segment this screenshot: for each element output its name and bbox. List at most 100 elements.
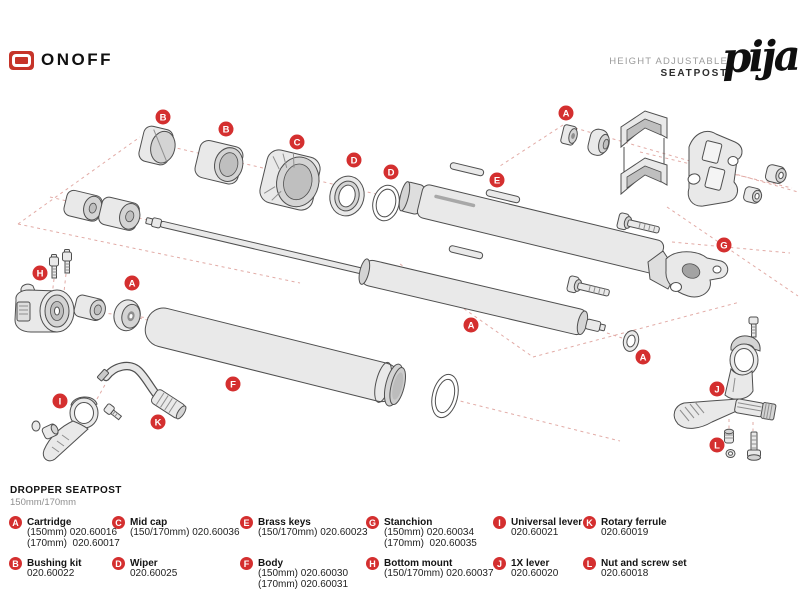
part-mount-bushing [73, 294, 106, 321]
part-bushing-half [138, 125, 176, 166]
legend-item-universal-lever: I Universal lever 020.60021 [493, 516, 582, 539]
part-mid-cap [259, 149, 321, 211]
diagram-marker-B: B [218, 121, 234, 137]
part-clamp-nut-1 [764, 164, 787, 184]
part-mount-screw-2 [62, 249, 72, 274]
part-cartridge [145, 217, 606, 336]
part-number: 020.60018 [601, 568, 649, 579]
legend-item-brass-keys: E Brass keys (150/170mm) 020.60023 [240, 516, 368, 539]
part-top-cap [587, 128, 610, 156]
part-number: 020.60022 [27, 568, 75, 579]
part-number: 020.60020 [511, 568, 559, 579]
part-marker: E [240, 516, 253, 529]
part-1x-lever [673, 316, 777, 429]
part-name: Brass keys [258, 517, 311, 528]
part-number: (150mm) 020.60034 [384, 527, 475, 538]
part-rotary-ferrule [96, 361, 187, 420]
svg-text:C: C [294, 137, 301, 148]
part-disc [113, 299, 141, 332]
legend-item-mid-cap: C Mid cap (150/170mm) 020.60036 [112, 516, 240, 539]
diagram-marker-A: A [558, 105, 574, 121]
svg-text:E: E [494, 175, 500, 186]
part-nut-screw-set [724, 428, 761, 461]
part-o-ring-large [431, 373, 459, 419]
diagram-marker-G: G [716, 237, 732, 253]
svg-text:A: A [563, 108, 570, 119]
part-marker: C [112, 516, 125, 529]
part-marker: H [366, 557, 379, 570]
part-name: Mid cap [130, 517, 168, 528]
part-washer [622, 330, 640, 352]
legend-subtitle: 150mm/170mm [10, 497, 76, 508]
part-name: Universal lever [511, 517, 583, 528]
svg-text:D: D [351, 155, 358, 166]
part-name: Body [258, 558, 283, 569]
diagram-marker-C: C [289, 134, 305, 150]
diagram-marker-A: A [635, 349, 651, 365]
part-number: (170mm) 020.60017 [27, 537, 120, 549]
part-number: (150/170mm) 020.60023 [258, 527, 368, 538]
brand-name: ONOFF [41, 50, 113, 69]
diagram-marker-L: L [709, 437, 725, 453]
part-wiper [329, 175, 365, 217]
diagram-marker-J: J [709, 381, 725, 397]
svg-text:A: A [468, 320, 475, 331]
svg-text:A: A [129, 278, 136, 289]
diagram-marker-D: D [383, 164, 399, 180]
part-number: 020.60021 [511, 527, 559, 538]
legend-item-nut-screw-set: L Nut and screw set 020.60018 [583, 557, 687, 580]
brand-logo: ONOFF [9, 50, 113, 70]
legend-item-cartridge: A Cartridge (150mm) 020.60016 (170mm) 02… [9, 516, 120, 549]
part-name: Bushing kit [27, 558, 82, 569]
part-marker: B [9, 557, 22, 570]
diagram-marker-A: A [463, 317, 479, 333]
diagram-marker-F: F [225, 376, 241, 392]
part-name: Bottom mount [384, 558, 453, 569]
part-number: (150/170mm) 020.60036 [130, 527, 240, 538]
legend-item-stanchion: G Stanchion (150mm) 020.60034 (170mm) 02… [366, 516, 477, 549]
part-bolt-2 [566, 275, 610, 297]
diagram-marker-D: D [346, 152, 362, 168]
part-marker: K [583, 516, 596, 529]
svg-text:H: H [37, 268, 44, 279]
part-marker: G [366, 516, 379, 529]
part-number: (150mm) 020.60016 [27, 527, 118, 538]
part-mount-screw-1 [49, 254, 59, 279]
part-name: Rotary ferrule [601, 517, 667, 528]
part-clamp-nut-2 [743, 186, 763, 204]
part-brass-keys [448, 162, 521, 260]
part-name: Wiper [130, 558, 158, 569]
part-bushing-cylinder-2 [98, 196, 141, 231]
product-title: HEIGHT ADJUSTABLE SEATPOST [609, 56, 728, 79]
svg-text:J: J [714, 384, 719, 395]
part-saddle-clamp [620, 110, 668, 196]
legend-item-body: F Body (150mm) 020.60030 (170mm) 020.600… [240, 557, 348, 590]
part-universal-lever [31, 396, 123, 462]
part-number: (170mm) 020.60031 [258, 578, 349, 590]
svg-text:D: D [388, 167, 395, 178]
part-marker: I [493, 516, 506, 529]
legend-item-bushing-kit: B Bushing kit 020.60022 [9, 557, 81, 580]
svg-text:A: A [640, 352, 647, 363]
legend-item-wiper: D Wiper 020.60025 [112, 557, 177, 580]
part-name: Cartridge [27, 517, 72, 528]
part-bushing-cylinder-1 [63, 189, 103, 222]
diagram-marker-A: A [124, 275, 140, 291]
svg-text:L: L [714, 440, 720, 451]
part-marker: D [112, 557, 125, 570]
part-marker: J [493, 557, 506, 570]
part-stanchion [398, 181, 729, 298]
part-marker: L [583, 557, 596, 570]
product-subtitle-2: SEATPOST [660, 68, 728, 79]
part-name: Stanchion [384, 517, 433, 528]
onoff-logo-icon [9, 50, 34, 70]
svg-text:K: K [155, 417, 162, 428]
part-marker: F [240, 557, 253, 570]
part-name: 1X lever [511, 558, 550, 569]
product-subtitle-1: HEIGHT ADJUSTABLE [609, 56, 728, 67]
svg-text:F: F [230, 379, 236, 390]
part-bolt-1 [616, 212, 660, 234]
